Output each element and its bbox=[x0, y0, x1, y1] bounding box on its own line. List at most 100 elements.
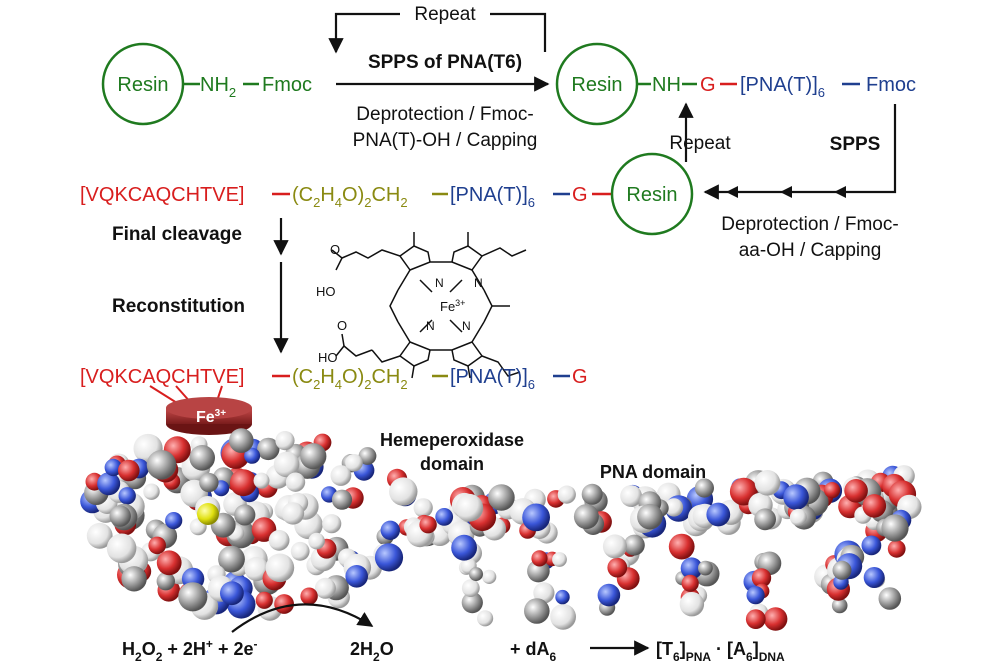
atom-sphere bbox=[281, 502, 305, 525]
atom-sphere bbox=[751, 568, 772, 588]
atom-sphere bbox=[789, 508, 807, 526]
spps-arrow bbox=[703, 104, 897, 200]
svg-text:N: N bbox=[435, 276, 444, 290]
resin-right-group: Resin NH G [PNA(T)]6 Fmoc bbox=[555, 42, 916, 126]
atom-sphere bbox=[754, 508, 776, 531]
atom-sphere bbox=[623, 534, 645, 556]
atom-sphere bbox=[706, 502, 731, 527]
atom-sphere bbox=[531, 550, 548, 567]
heme-structure-labels: HO O HO O N N N N Fe3+ bbox=[316, 242, 483, 365]
reaction-product: 2H2O bbox=[350, 639, 394, 664]
atom-sphere bbox=[824, 482, 841, 499]
atom-sphere bbox=[308, 532, 325, 550]
atom-sphere bbox=[199, 472, 219, 493]
atom-sphere bbox=[300, 587, 318, 605]
atom-sphere bbox=[602, 534, 627, 559]
atom-sphere bbox=[268, 529, 290, 551]
atom-sphere bbox=[345, 454, 363, 472]
atom-sphere bbox=[255, 591, 273, 609]
bottom-row: [VQKCAQCHTVE] (C2H4O)2CH2 [PNA(T)]6 G Fe… bbox=[80, 366, 588, 435]
mid-glycine: G bbox=[572, 184, 588, 206]
domain-labels: Hemeperoxidase domain PNA domain bbox=[380, 430, 706, 482]
atom-sphere bbox=[573, 504, 599, 530]
atom-sphere bbox=[533, 582, 555, 604]
atom-sphere bbox=[477, 610, 494, 627]
mid-linker: (C2H4O)2CH2 bbox=[292, 184, 408, 210]
heme-disc-fe: Fe3+ bbox=[196, 408, 226, 426]
hybrid-group: + dA6 [T6]PNA · [A6]DNA bbox=[510, 639, 785, 664]
atom-sphere bbox=[881, 514, 909, 542]
atom-sphere bbox=[461, 579, 480, 597]
atom-sphere bbox=[290, 541, 310, 561]
heme-domain-line2: domain bbox=[420, 454, 484, 474]
atom-sphere bbox=[637, 503, 663, 530]
atom-sphere bbox=[358, 447, 377, 465]
atom-sphere bbox=[550, 603, 576, 630]
atom-sphere bbox=[257, 437, 280, 461]
heme-o-bottom: O bbox=[337, 318, 347, 333]
atom-sphere bbox=[664, 498, 684, 517]
atom-sphere bbox=[121, 566, 147, 592]
heme-o-top: O bbox=[330, 242, 340, 257]
atom-sphere bbox=[156, 572, 175, 591]
atom-sphere bbox=[832, 560, 852, 580]
step2-line2: aa-OH / Capping bbox=[739, 240, 882, 261]
atom-sphere bbox=[189, 445, 215, 471]
bottom-glycine: G bbox=[572, 366, 588, 388]
step1-group: SPPS of PNA(T6) Deprotection / Fmoc- PNA… bbox=[336, 52, 550, 151]
resin-mid-label: Resin bbox=[626, 184, 677, 206]
atom-sphere bbox=[488, 484, 515, 511]
atom-sphere bbox=[862, 494, 887, 518]
final-cleavage-label: Final cleavage bbox=[112, 224, 242, 245]
atom-sphere bbox=[314, 577, 336, 599]
nh-label: NH bbox=[652, 74, 681, 96]
hybrid-product: [T6]PNA · [A6]DNA bbox=[656, 639, 785, 664]
atom-sphere bbox=[220, 581, 244, 606]
atom-sphere bbox=[455, 493, 484, 522]
atom-sphere bbox=[165, 511, 183, 530]
atom-sphere bbox=[413, 498, 433, 518]
top-repeat-label: Repeat bbox=[414, 4, 476, 25]
atom-sphere bbox=[555, 589, 570, 605]
atom-sphere bbox=[218, 545, 245, 573]
atom-sphere bbox=[118, 487, 136, 505]
atom-sphere bbox=[527, 559, 550, 583]
atom-sphere bbox=[244, 447, 261, 464]
fmoc-left-label: Fmoc bbox=[262, 74, 312, 96]
pna-right-label: [PNA(T)]6 bbox=[740, 74, 825, 100]
atom-sphere bbox=[156, 550, 182, 576]
heme-structure bbox=[331, 232, 527, 379]
atom-sphere bbox=[668, 533, 695, 560]
atom-sphere bbox=[831, 597, 848, 614]
atom-sphere bbox=[274, 594, 294, 614]
atom-sphere bbox=[197, 503, 219, 525]
heme-domain-line1: Hemeperoxidase bbox=[380, 430, 524, 450]
atom-sphere bbox=[680, 557, 703, 580]
atom-sphere bbox=[861, 535, 882, 556]
atom-sphere bbox=[763, 607, 788, 631]
fmoc-right-label: Fmoc bbox=[866, 74, 916, 96]
bottom-pna: [PNA(T)]6 bbox=[450, 366, 535, 392]
atom-sphere bbox=[380, 520, 400, 540]
atom-sphere bbox=[552, 552, 567, 567]
atom-sphere bbox=[322, 514, 342, 534]
atom-sphere bbox=[844, 479, 868, 503]
atom-sphere bbox=[285, 472, 306, 492]
right-loop: SPPS Repeat bbox=[669, 102, 897, 200]
svg-text:N: N bbox=[474, 276, 483, 290]
atom-sphere bbox=[681, 574, 699, 592]
atom-sphere bbox=[522, 503, 550, 532]
atom-sphere bbox=[106, 533, 137, 564]
atom-sphere bbox=[331, 489, 353, 510]
atom-sphere bbox=[694, 478, 715, 498]
atom-sphere bbox=[109, 505, 131, 527]
atom-sphere bbox=[878, 587, 902, 610]
heme-ho-top: HO bbox=[316, 284, 336, 299]
mid-peptide: [VQKCAQCHTVE] bbox=[80, 184, 244, 206]
atom-sphere bbox=[469, 567, 483, 582]
step2-line1: Deprotection / Fmoc- bbox=[721, 214, 898, 235]
reconstitution-label: Reconstitution bbox=[112, 296, 245, 317]
resin-mid-circle bbox=[610, 152, 694, 236]
